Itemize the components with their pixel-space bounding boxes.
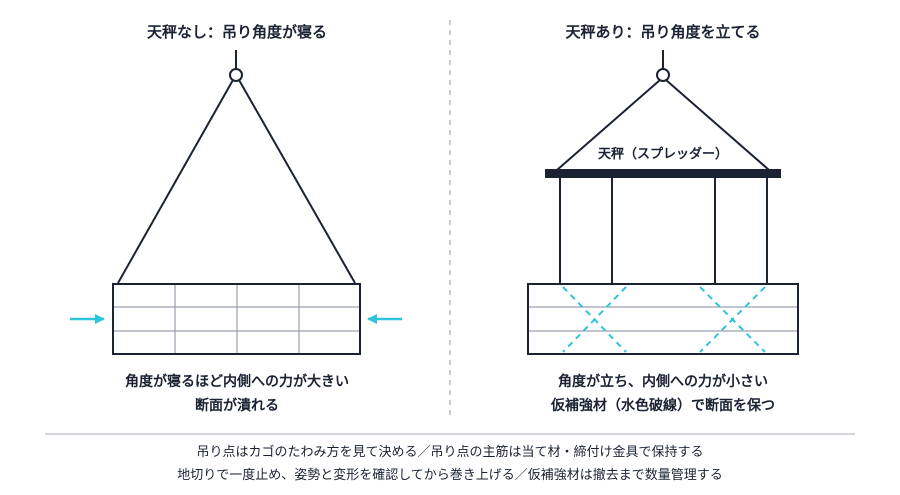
left-panel: 天秤なし：吊り角度が寝る 角度が寝るほど内側への力が大きい 断面が潰れる	[70, 23, 402, 414]
left-cage-grid	[113, 284, 360, 354]
right-upper-sling-left	[556, 79, 661, 171]
right-caption-line1: 角度が立ち、内側への力が小さい	[558, 373, 768, 390]
right-cage-grid	[528, 306, 798, 332]
footer-note-line2: 地切りで一度止め、姿勢と変形を確認してから巻き上げる／仮補強材は撤去まで数量管理…	[177, 467, 723, 483]
left-hook-ring	[229, 68, 243, 82]
left-panel-title: 天秤なし：吊り角度が寝る	[147, 23, 327, 41]
right-hook-ring	[656, 68, 670, 82]
right-panel: 天秤あり：吊り角度を立てる 天秤（スプレッダー）	[527, 23, 799, 414]
left-rebar-cage	[112, 283, 361, 355]
spreader-beam	[545, 169, 781, 178]
vertical-hangers	[559, 178, 768, 284]
left-caption-line1: 角度が寝るほど内側への力が大きい	[125, 373, 349, 390]
left-sling-left	[117, 79, 234, 284]
spreader-beam-label: 天秤（スプレッダー）	[598, 146, 728, 162]
temporary-bracing	[562, 286, 766, 353]
right-panel-title: 天秤あり：吊り角度を立てる	[565, 23, 760, 41]
right-upper-sling-right	[665, 79, 770, 171]
right-caption-line2: 仮補強材（水色破線）で断面を保つ	[550, 397, 775, 414]
right-rebar-cage	[527, 283, 799, 355]
footer-note-line1: 吊り点はカゴのたわみ方を見て決める／吊り点の主筋は当て材・締付け金具で保持する	[196, 444, 703, 460]
left-caption-line2: 断面が潰れる	[195, 397, 279, 414]
left-sling-right	[238, 79, 356, 284]
